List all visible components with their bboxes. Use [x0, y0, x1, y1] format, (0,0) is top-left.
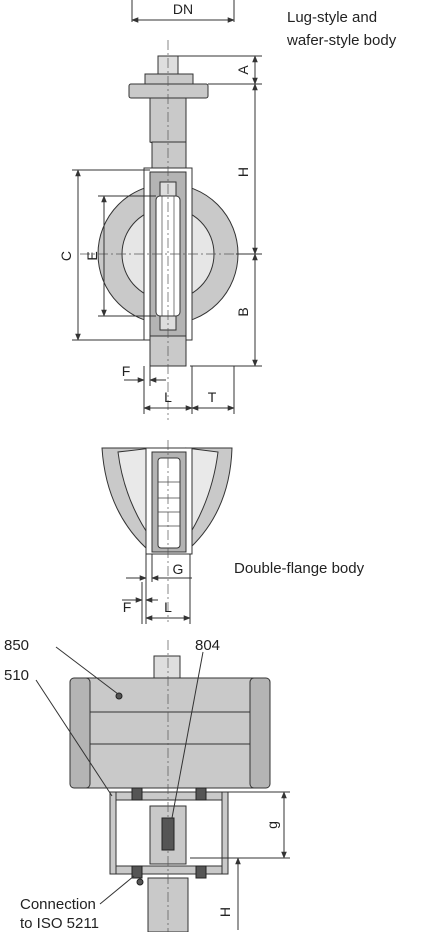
f-dimension: F — [122, 363, 166, 414]
actuator-view: g H 850 804 510 Connection to ISO 5211 — [4, 637, 290, 932]
f-l-dimensions-double-flange: F L — [122, 554, 191, 624]
part-label-510: 510 — [4, 667, 29, 684]
actuator-marker-dot — [115, 692, 123, 700]
actuator-drive-square — [153, 655, 181, 679]
dim-label-l2: L — [164, 599, 172, 615]
dim-label-l: L — [164, 389, 172, 405]
leader-850 — [55, 646, 119, 695]
dim-label-g-lower: g — [264, 821, 280, 829]
dim-label-c: C — [58, 251, 74, 261]
h-dimension: H — [235, 83, 262, 255]
h-lower-dimension: H — [190, 857, 244, 930]
part-label-850: 850 — [4, 637, 29, 654]
dim-label-h-lower: H — [217, 907, 233, 917]
dim-label-dn: DN — [173, 1, 193, 17]
actuator-end-cap-right — [249, 677, 271, 789]
actuator-end-cap-left — [69, 677, 91, 789]
actuator-housing — [69, 677, 271, 789]
caption-lug-wafer-line2: wafer-style body — [286, 32, 397, 49]
dim-label-g: G — [173, 561, 184, 577]
b-dimension: B — [190, 253, 262, 367]
leader-804 — [171, 651, 204, 819]
caption-lug-wafer-line1: Lug-style and — [287, 9, 377, 26]
top-mounting-flange — [128, 83, 209, 99]
double-flange-valve-view: G F L Double-flange body — [101, 440, 365, 624]
caption-connection-line1: Connection — [20, 896, 96, 913]
l-t-dimensions: L T — [143, 366, 235, 414]
dim-label-h: H — [235, 167, 251, 177]
e-dimension: E — [84, 195, 156, 317]
dim-label-b: B — [235, 307, 251, 316]
double-flange-disc — [157, 457, 181, 549]
dim-label-t: T — [208, 389, 217, 405]
c-dimension: C — [58, 169, 150, 341]
part-label-804: 804 — [195, 637, 220, 654]
dim-label-e: E — [84, 251, 100, 260]
dim-label-a: A — [235, 65, 251, 75]
leader-connection — [99, 875, 135, 905]
dn-dimension: DN — [131, 0, 235, 23]
mounting-bracket — [109, 787, 229, 886]
leader-510 — [35, 679, 113, 797]
dim-label-f2: F — [123, 599, 132, 615]
g-lower-dimension: g — [228, 791, 290, 859]
caption-double-flange: Double-flange body — [234, 560, 365, 577]
lug-wafer-valve-view: DN A — [58, 0, 397, 420]
g-dimension: G — [126, 554, 192, 582]
caption-connection-line2: to ISO 5211 — [20, 915, 99, 932]
dim-label-f: F — [122, 363, 131, 379]
